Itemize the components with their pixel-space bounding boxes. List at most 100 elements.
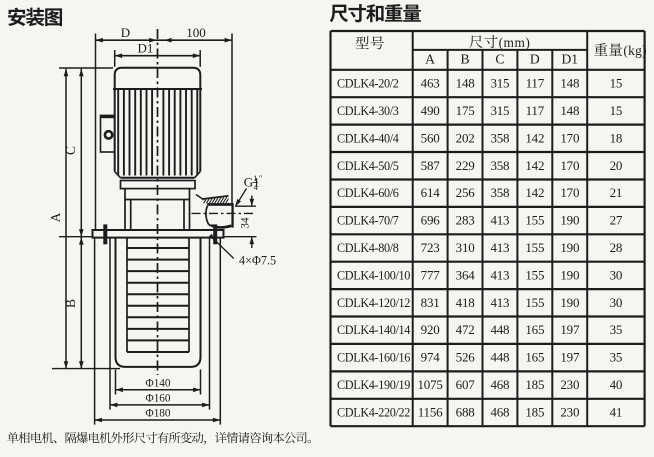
svg-text:30: 30 [610, 295, 623, 310]
svg-text:413: 413 [490, 295, 509, 310]
svg-text:CDLK4-50/5: CDLK4-50/5 [337, 159, 399, 173]
svg-text:G1: G1 [244, 174, 260, 189]
svg-text:587: 587 [421, 158, 441, 173]
svg-text:148: 148 [560, 103, 579, 118]
svg-text:463: 463 [421, 76, 440, 91]
svg-text:34: 34 [239, 217, 251, 229]
svg-text:41: 41 [610, 405, 623, 420]
svg-text:D: D [121, 25, 130, 40]
svg-text:117: 117 [526, 103, 545, 118]
svg-text:418: 418 [456, 295, 475, 310]
svg-text:18: 18 [610, 130, 623, 145]
svg-text:413: 413 [490, 240, 509, 255]
svg-text:310: 310 [456, 240, 475, 255]
svg-text:D1: D1 [561, 52, 578, 67]
svg-text:1075: 1075 [417, 377, 442, 392]
svg-text:165: 165 [525, 350, 544, 365]
svg-text:155: 155 [525, 213, 544, 228]
svg-text:413: 413 [490, 213, 509, 228]
svg-text:30: 30 [610, 267, 623, 282]
svg-text:CDLK4-120/12: CDLK4-120/12 [337, 296, 410, 310]
svg-text:230: 230 [560, 377, 579, 392]
svg-text:448: 448 [490, 350, 509, 365]
svg-text:777: 777 [421, 267, 441, 282]
svg-text:185: 185 [525, 377, 544, 392]
svg-text:CDLK4-70/7: CDLK4-70/7 [337, 214, 399, 228]
svg-text:117: 117 [526, 76, 545, 91]
svg-text:C: C [63, 146, 78, 155]
svg-text:490: 490 [421, 103, 440, 118]
svg-text:148: 148 [456, 76, 475, 91]
svg-text:283: 283 [456, 213, 475, 228]
svg-text:190: 190 [560, 267, 579, 282]
svg-text:413: 413 [490, 267, 509, 282]
svg-text:D: D [530, 52, 540, 67]
svg-text:D1: D1 [138, 41, 154, 56]
svg-text:170: 170 [560, 158, 579, 173]
svg-text:28: 28 [610, 240, 623, 255]
svg-text:190: 190 [560, 295, 579, 310]
svg-text:315: 315 [490, 76, 509, 91]
svg-text:B: B [461, 52, 470, 67]
svg-text:190: 190 [560, 240, 579, 255]
svg-text:(kg): (kg) [623, 43, 647, 58]
svg-text:696: 696 [421, 213, 441, 228]
svg-text:165: 165 [525, 322, 544, 337]
svg-text:40: 40 [610, 377, 623, 392]
svg-text:155: 155 [525, 295, 544, 310]
svg-text:CDLK4-220/22: CDLK4-220/22 [337, 406, 410, 420]
svg-text:974: 974 [421, 350, 441, 365]
svg-text:364: 364 [456, 267, 476, 282]
svg-text:723: 723 [421, 240, 440, 255]
svg-text:CDLK4-40/4: CDLK4-40/4 [337, 131, 399, 145]
svg-text:21: 21 [610, 185, 623, 200]
svg-text:175: 175 [456, 103, 475, 118]
svg-text:472: 472 [456, 322, 475, 337]
svg-text:185: 185 [525, 405, 544, 420]
svg-text:229: 229 [456, 158, 475, 173]
svg-text:831: 831 [421, 295, 440, 310]
svg-text:CDLK4-100/10: CDLK4-100/10 [337, 268, 410, 282]
svg-text:155: 155 [525, 240, 544, 255]
svg-text:358: 358 [490, 130, 509, 145]
svg-text:15: 15 [610, 103, 623, 118]
svg-text:468: 468 [490, 405, 509, 420]
svg-text:15: 15 [610, 76, 623, 91]
svg-text:27: 27 [610, 213, 623, 228]
svg-text:35: 35 [610, 322, 623, 337]
svg-text:1156: 1156 [418, 405, 443, 420]
svg-text:607: 607 [456, 377, 476, 392]
svg-text:197: 197 [560, 350, 580, 365]
svg-text:202: 202 [456, 130, 475, 145]
svg-text:CDLK4-160/16: CDLK4-160/16 [337, 351, 410, 365]
svg-text:448: 448 [490, 322, 509, 337]
svg-text:358: 358 [490, 185, 509, 200]
svg-text:230: 230 [560, 405, 579, 420]
svg-text:920: 920 [421, 322, 440, 337]
svg-text:142: 142 [525, 130, 544, 145]
svg-text:148: 148 [560, 76, 579, 91]
svg-text:688: 688 [456, 405, 475, 420]
svg-text:4×Φ7.5: 4×Φ7.5 [239, 254, 276, 268]
svg-text:170: 170 [560, 130, 579, 145]
svg-text:(mm): (mm) [499, 35, 531, 50]
svg-text:Φ180: Φ180 [146, 408, 171, 420]
svg-text:CDLK4-190/19: CDLK4-190/19 [337, 378, 410, 392]
svg-text:614: 614 [421, 185, 441, 200]
svg-text:358: 358 [490, 158, 509, 173]
svg-text:20: 20 [610, 158, 623, 173]
svg-text:CDLK4-20/2: CDLK4-20/2 [337, 77, 399, 91]
svg-text:CDLK4-140/14: CDLK4-140/14 [337, 323, 410, 337]
svg-text:142: 142 [525, 185, 544, 200]
svg-text:A: A [425, 52, 435, 67]
svg-text:4: 4 [254, 183, 258, 192]
svg-text:155: 155 [525, 267, 544, 282]
svg-text:CDLK4-80/8: CDLK4-80/8 [337, 241, 399, 255]
svg-text:35: 35 [610, 350, 623, 365]
svg-text:170: 170 [560, 185, 579, 200]
svg-text:Φ140: Φ140 [146, 377, 171, 389]
svg-text:315: 315 [490, 103, 509, 118]
svg-text:CDLK4-60/6: CDLK4-60/6 [337, 186, 399, 200]
svg-text:CDLK4-30/3: CDLK4-30/3 [337, 104, 399, 118]
svg-text:A: A [48, 212, 63, 222]
